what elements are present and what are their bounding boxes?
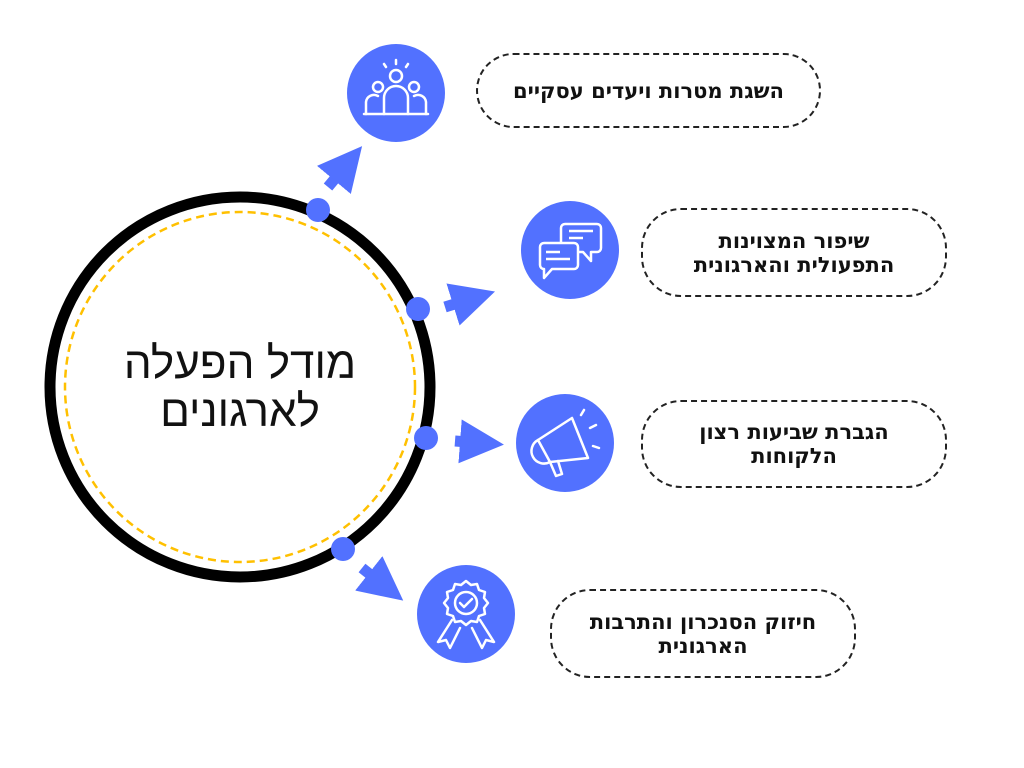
goal-box-4: חיזוק הסנכרון והתרבות הארגונית	[550, 589, 856, 678]
arrow-2	[443, 283, 496, 326]
connector-dot-3	[414, 426, 438, 450]
goal-label-3: הגברת שביעות רצון הלקוחות	[699, 420, 889, 468]
goal-box-2: שיפור המצוינות התפעולית והארגונית	[641, 208, 947, 297]
goal-label-2: שיפור המצוינות התפעולית והארגונית	[693, 228, 895, 277]
center-title: מודל הפעלה לארגונים	[85, 340, 395, 436]
connector-dot-2	[406, 297, 430, 321]
outer-ring	[44, 191, 436, 583]
megaphone-icon	[516, 394, 614, 492]
goal-box-1: השגת מטרות ויעדים עסקיים	[476, 53, 821, 128]
team-icon	[347, 44, 445, 142]
award-badge-icon	[417, 565, 515, 663]
center-title-line2: לארגונים	[160, 387, 320, 436]
inner-dashed-ring	[63, 210, 417, 564]
connector-dot-1	[306, 198, 330, 222]
center-title-line1: מודל הפעלה	[123, 339, 357, 388]
goal-label-4: חיזוק הסנכרון והתרבות הארגונית	[589, 609, 817, 658]
goal-label-1: השגת מטרות ויעדים עסקיים	[513, 78, 784, 103]
arrow-1	[317, 146, 363, 194]
chat-bubbles-icon	[521, 201, 619, 299]
connector-dot-4	[331, 537, 355, 561]
arrow-3	[454, 419, 504, 464]
arrow-4	[355, 556, 404, 601]
goal-box-3: הגברת שביעות רצון הלקוחות	[641, 400, 947, 488]
